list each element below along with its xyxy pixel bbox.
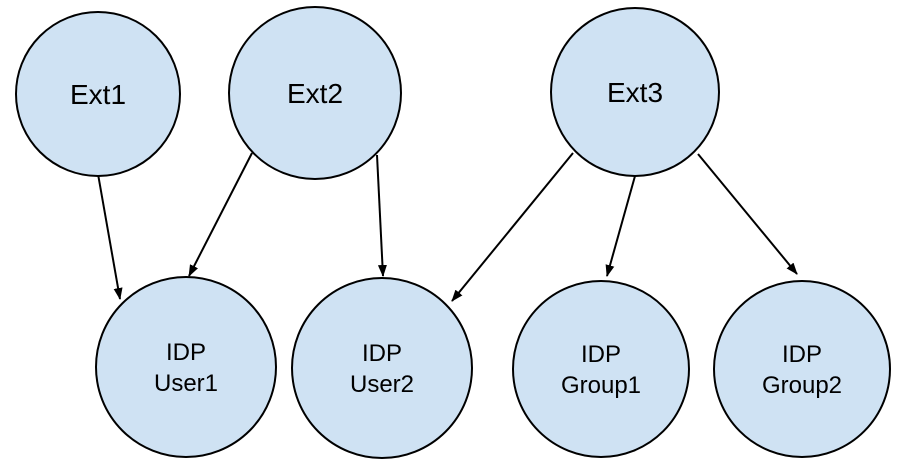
node-circle-idp-group1 — [512, 280, 690, 458]
node-circle-idp-group2 — [713, 280, 891, 458]
edge-ext2-to-idp-user1 — [188, 152, 253, 277]
edge-ext3-to-idp-user2 — [451, 152, 574, 302]
node-idp-group1: IDP Group1 — [512, 280, 690, 458]
node-circle-idp-user2 — [291, 277, 473, 459]
edge-ext1-to-idp-user1 — [97, 173, 123, 300]
edge-ext3-to-idp-group2 — [697, 153, 798, 275]
node-label-idp-group1-line1: IDP — [581, 341, 621, 368]
node-label-idp-user1-line2: User1 — [154, 370, 218, 397]
node-circle-idp-user1 — [95, 276, 277, 458]
node-label-idp-group2-line2: Group2 — [762, 372, 842, 399]
node-ext1: Ext1 — [15, 11, 181, 177]
node-idp-user2: IDP User2 — [291, 277, 473, 459]
edge-ext3-to-idp-group1 — [605, 175, 636, 277]
node-label-idp-user2-line2: User2 — [350, 371, 414, 398]
edge-ext2-to-idp-user2 — [376, 154, 387, 277]
node-label-idp-group2-line1: IDP — [782, 341, 822, 368]
node-idp-group2: IDP Group2 — [713, 280, 891, 458]
node-ext3: Ext3 — [550, 7, 720, 177]
node-circle-ext1 — [15, 11, 181, 177]
node-label-idp-user1-line1: IDP — [166, 339, 206, 366]
node-circle-ext3 — [550, 7, 720, 177]
node-label-ext1: Ext1 — [70, 79, 126, 110]
node-label-ext3: Ext3 — [607, 77, 663, 108]
node-label-ext2: Ext2 — [287, 78, 343, 109]
node-circle-ext2 — [228, 6, 402, 180]
node-label-idp-user2-line1: IDP — [362, 340, 402, 367]
node-label-idp-group1-line2: Group1 — [561, 372, 641, 399]
node-ext2: Ext2 — [228, 6, 402, 180]
node-idp-user1: IDP User1 — [95, 276, 277, 458]
